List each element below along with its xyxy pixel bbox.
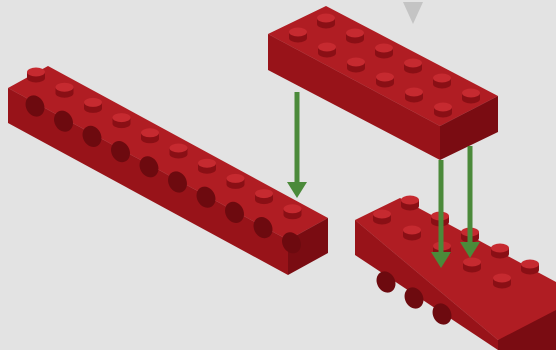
stud bbox=[376, 73, 394, 88]
stud bbox=[491, 244, 509, 259]
stud bbox=[113, 113, 131, 128]
stud bbox=[401, 196, 419, 211]
stud bbox=[493, 274, 511, 289]
stud bbox=[170, 144, 188, 159]
stud bbox=[463, 258, 481, 273]
stud bbox=[373, 210, 391, 225]
stud bbox=[317, 14, 335, 29]
stud bbox=[27, 68, 45, 83]
stud bbox=[404, 59, 422, 74]
stud bbox=[56, 83, 74, 98]
stud bbox=[375, 44, 393, 59]
stud bbox=[227, 174, 245, 189]
stud bbox=[434, 103, 452, 118]
stud bbox=[403, 226, 421, 241]
stud bbox=[84, 98, 102, 113]
stud bbox=[521, 260, 539, 275]
stud bbox=[289, 28, 307, 43]
stud bbox=[462, 89, 480, 104]
stud bbox=[255, 189, 273, 204]
stud bbox=[141, 128, 159, 143]
stud bbox=[347, 58, 365, 73]
stud bbox=[284, 204, 302, 219]
stud bbox=[198, 159, 216, 174]
stud bbox=[405, 88, 423, 103]
stud bbox=[346, 29, 364, 44]
stud bbox=[433, 74, 451, 89]
stud bbox=[318, 43, 336, 58]
